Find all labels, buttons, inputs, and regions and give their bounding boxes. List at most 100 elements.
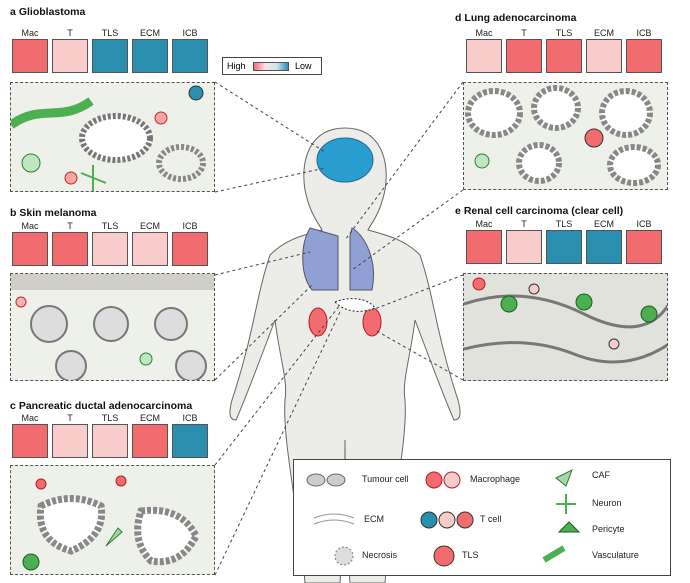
t-cell-shape bbox=[528, 283, 540, 295]
necrosis-shape bbox=[79, 113, 153, 163]
header-mac: Mac bbox=[21, 28, 39, 38]
header-icb: ICB bbox=[182, 413, 198, 423]
tile-tls bbox=[92, 424, 128, 458]
t-cell-icon bbox=[438, 511, 456, 529]
tile-mac bbox=[466, 230, 502, 264]
tumour-nest-shape bbox=[175, 350, 207, 380]
neuron-shape bbox=[80, 165, 107, 191]
header-icb: ICB bbox=[182, 28, 198, 38]
legend-necrosis-label: Necrosis bbox=[362, 550, 398, 560]
legend-macrophage-label: Macrophage bbox=[470, 474, 521, 484]
alveolus-shape bbox=[465, 88, 523, 138]
macrophage-shape bbox=[64, 171, 78, 185]
tile-t bbox=[506, 230, 542, 264]
tile-mac bbox=[12, 39, 48, 73]
tumour-cell-icon bbox=[326, 473, 346, 487]
macrophage-shape bbox=[35, 478, 47, 490]
renal-scene bbox=[463, 273, 668, 381]
header-t: T bbox=[521, 219, 527, 229]
header-mac: Mac bbox=[21, 413, 39, 423]
duct-shape bbox=[134, 506, 200, 566]
legend-icons bbox=[306, 468, 581, 567]
legend-tumour-label: Tumour cell bbox=[362, 474, 409, 484]
tumour-cluster-shape bbox=[156, 144, 206, 182]
alveolus-shape bbox=[599, 88, 653, 138]
tile-tls bbox=[546, 230, 582, 264]
legend-ecm-label: ECM bbox=[364, 514, 384, 524]
macrophage-shape bbox=[115, 475, 127, 487]
scale-gradient-bar bbox=[253, 62, 289, 71]
caf-icon bbox=[555, 468, 573, 487]
tile-ecm bbox=[586, 230, 622, 264]
t-cell-icon bbox=[420, 511, 438, 529]
header-mac: Mac bbox=[21, 221, 39, 231]
tile-ecm bbox=[132, 39, 168, 73]
tile-mac bbox=[12, 424, 48, 458]
glioblastoma-scene bbox=[10, 82, 215, 192]
tumour-cell-icon bbox=[306, 473, 326, 487]
tumour-nest-shape bbox=[55, 350, 87, 380]
header-ecm: ECM bbox=[140, 413, 160, 423]
scale-high-label: High bbox=[227, 61, 246, 71]
tile-t bbox=[52, 424, 88, 458]
tile-icb bbox=[172, 424, 208, 458]
vasculature-shape bbox=[474, 153, 490, 169]
header-icb: ICB bbox=[636, 28, 652, 38]
lung-right-icon bbox=[349, 227, 374, 291]
tile-tls bbox=[92, 39, 128, 73]
tile-ecm bbox=[132, 424, 168, 458]
pdac-scene-art bbox=[22, 475, 200, 571]
kidney-left-icon bbox=[308, 307, 328, 337]
header-tls: TLS bbox=[555, 219, 573, 229]
tile-ecm bbox=[132, 232, 168, 266]
pancreas-icon bbox=[334, 298, 376, 312]
melanoma-scene bbox=[10, 273, 215, 381]
tile-t bbox=[52, 39, 88, 73]
t-cell-shape bbox=[15, 296, 27, 308]
tile-tls bbox=[92, 232, 128, 266]
alveolus-shape bbox=[531, 85, 581, 131]
vasculature-shape bbox=[500, 295, 518, 313]
macrophage-shape bbox=[154, 111, 168, 125]
vasculature-shape bbox=[575, 293, 593, 311]
header-tls: TLS bbox=[101, 28, 119, 38]
header-ecm: ECM bbox=[140, 28, 160, 38]
tile-mac bbox=[466, 39, 502, 73]
header-icb: ICB bbox=[636, 219, 652, 229]
legend-tls-label: TLS bbox=[462, 550, 479, 560]
kidney-right-icon bbox=[362, 307, 382, 337]
vessel-shape bbox=[464, 294, 667, 329]
legend: Tumour cell Macrophage CAF Neuron ECM T … bbox=[293, 459, 671, 576]
lung-scene bbox=[463, 82, 668, 190]
tumour-nest-shape bbox=[30, 305, 68, 343]
legend-tcell-label: T cell bbox=[480, 514, 502, 524]
t-cell-shape bbox=[188, 85, 204, 101]
alveolus-shape bbox=[516, 142, 562, 184]
header-tls: TLS bbox=[101, 221, 119, 231]
tile-icb bbox=[626, 230, 662, 264]
tile-t bbox=[52, 232, 88, 266]
epidermis-shape bbox=[11, 274, 214, 290]
legend-pericyte-label: Pericyte bbox=[592, 524, 625, 534]
tls-shape bbox=[584, 128, 604, 148]
header-ecm: ECM bbox=[140, 221, 160, 231]
caf-shape bbox=[105, 527, 123, 547]
melanoma-scene-art bbox=[11, 274, 214, 380]
lung-scene-art bbox=[465, 85, 661, 186]
header-t: T bbox=[67, 28, 73, 38]
brain-icon bbox=[316, 137, 374, 183]
tumour-nest-shape bbox=[93, 306, 129, 342]
tile-ecm bbox=[586, 39, 622, 73]
header-ecm: ECM bbox=[594, 28, 614, 38]
tile-t bbox=[506, 39, 542, 73]
expression-scale: High Low bbox=[222, 57, 322, 75]
header-tls: TLS bbox=[555, 28, 573, 38]
glioblastoma-scene-art bbox=[11, 85, 206, 191]
t-cell-shape bbox=[608, 338, 620, 350]
renal-scene-art bbox=[464, 277, 667, 364]
header-ecm: ECM bbox=[594, 219, 614, 229]
